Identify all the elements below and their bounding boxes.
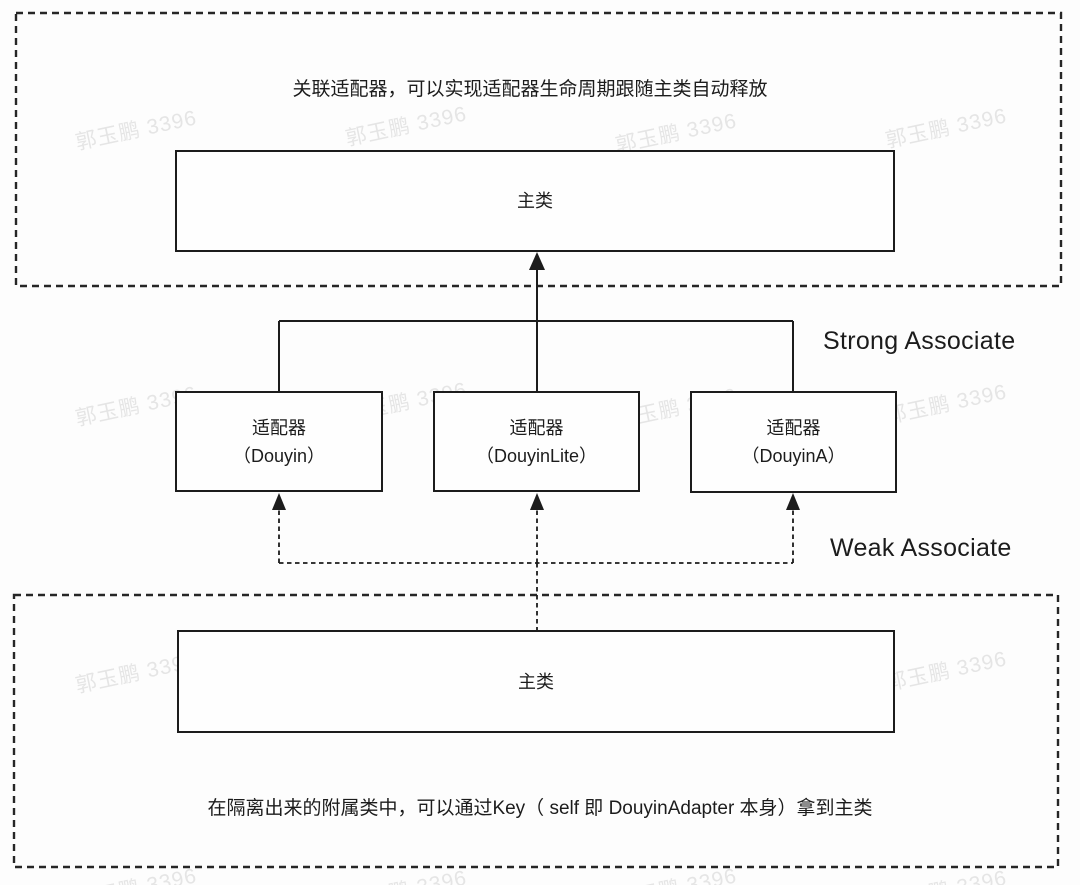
strong-section-annotation: 关联适配器，可以实现适配器生命周期跟随主类自动释放	[292, 79, 768, 100]
adapter-box-douyinlite: 适配器 （DouyinLite）	[433, 391, 640, 492]
weak-arrow-up-icon	[786, 493, 800, 510]
weak-section-annotation: 在隔离出来的附属类中，可以通过Key（ self 即 DouyinAdapter…	[207, 798, 873, 819]
weak-associate-connector	[278, 510, 794, 631]
weak-arrow-up-icon	[272, 493, 286, 510]
main-class-box-top: 主类	[175, 150, 895, 252]
adapter-box-douyin: 适配器 （Douyin）	[175, 391, 383, 492]
weak-associate-label: Weak Associate	[830, 534, 1012, 562]
adapter-box-douyina: 适配器 （DouyinA）	[690, 391, 897, 493]
strong-associate-container	[14, 11, 1063, 288]
adapter-title: 适配器	[509, 417, 564, 438]
adapter-title: 适配器	[766, 418, 821, 438]
weak-arrow-up-icon	[530, 493, 544, 510]
adapter-subtitle: （DouyinLite）	[475, 445, 598, 466]
main-class-box-bottom: 主类	[177, 630, 895, 733]
adapter-title: 适配器	[252, 417, 306, 438]
main-class-label: 主类	[517, 191, 553, 211]
adapter-subtitle: （DouyinA）	[741, 446, 846, 466]
strong-associate-label: Strong Associate	[823, 327, 1016, 355]
weak-associate-container	[12, 593, 1060, 869]
main-class-label: 主类	[518, 671, 554, 692]
strong-associate-connector	[278, 256, 794, 391]
adapter-subtitle: （Douyin）	[232, 445, 326, 466]
strong-arrow-up-icon	[529, 252, 545, 270]
